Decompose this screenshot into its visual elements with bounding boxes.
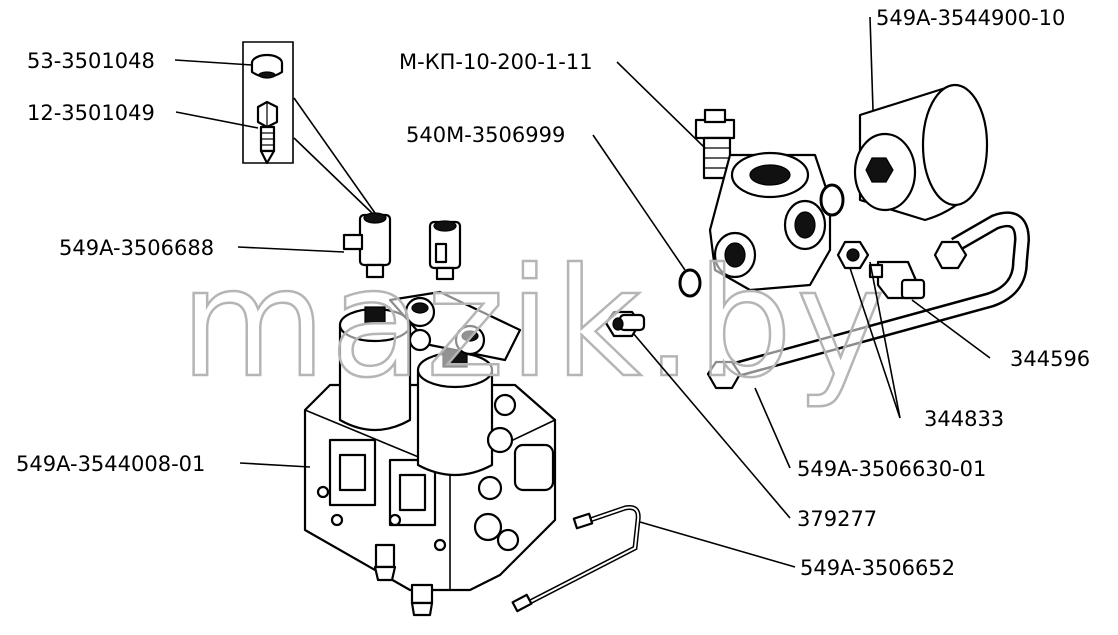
callout-labels: 53-3501048 12-3501049 549A-3506688 549A-… [16,6,1090,580]
label-549a-3544008-01: 549A-3544008-01 [16,452,205,476]
tee-fitting-left [342,212,392,279]
label-mkp-10-200-1-11: М-КП-10-200-1-11 [399,50,593,74]
o-ring-right [819,183,845,217]
pipe-549a-3506652 [511,505,641,613]
pipe-549a-3506630-01 [706,211,1031,390]
label-12-3501049: 12-3501049 [27,101,155,125]
label-549a-3544900-10: 549A-3544900-10 [876,6,1065,30]
valve-block [303,290,557,617]
leader-lines [174,16,991,568]
label-344596: 344596 [1010,347,1090,371]
cap-part [250,53,284,79]
label-549a-3506688: 549A-3506688 [59,236,214,260]
elbow-344596 [868,260,926,300]
pressure-valve [694,108,832,292]
label-344833: 344833 [924,407,1004,431]
label-549a-3506630-01: 549A-3506630-01 [797,457,986,481]
label-549a-3506652: 549A-3506652 [800,556,955,580]
fitting-379277 [604,310,646,338]
label-53-3501048: 53-3501048 [27,49,155,73]
nipple-part [256,100,279,165]
label-379277: 379277 [797,507,877,531]
group-bracket [242,41,294,164]
watermark: mazik.by [180,237,889,411]
o-ring-left [678,268,702,298]
tee-fitting-right [428,220,462,281]
nut-344833 [836,240,870,270]
filter-housing [853,83,989,222]
label-540m-3506999: 540M-3506999 [406,123,565,147]
